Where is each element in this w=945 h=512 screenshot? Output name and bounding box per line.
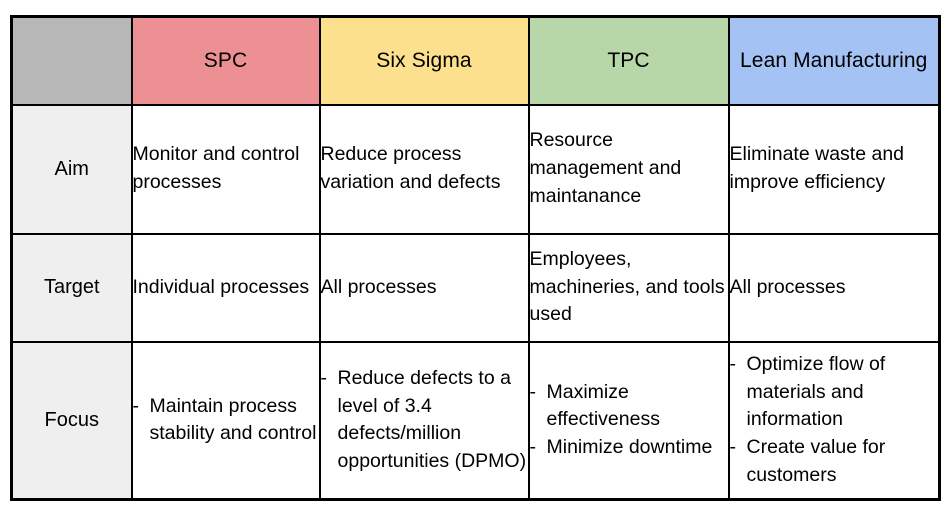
- bullet-marker: -: [529, 436, 537, 459]
- cell-aim-lean: Eliminate waste and improve efficiency: [727, 103, 941, 235]
- comparison-table-container: SPC Six Sigma TPC Lean Manufacturing Aim…: [10, 15, 941, 501]
- table-row-target: Target Individual processes All processe…: [10, 232, 941, 343]
- bullet-marker: -: [132, 394, 140, 417]
- cell-aim-spc-text: Monitor and control processes: [132, 143, 300, 193]
- cell-target-lean-text: All processes: [729, 275, 846, 298]
- bullet-item-text: Minimize downtime: [546, 436, 713, 459]
- bullet-list-focus-tpc: -Maximize effectiveness-Minimize downtim…: [530, 379, 728, 462]
- cell-target-spc: Individual processes: [130, 232, 321, 343]
- cell-target-six-sigma-text: All processes: [320, 275, 437, 298]
- cell-aim-tpc-text: Resource management and maintanance: [529, 129, 682, 207]
- bullet-marker: -: [729, 353, 737, 376]
- cell-aim-spc: Monitor and control processes: [130, 103, 321, 235]
- column-header-tpc: TPC: [527, 15, 730, 106]
- bullet-item: -Reduce defects to a level of 3.4 defect…: [321, 365, 528, 476]
- cell-target-six-sigma: All processes: [318, 232, 530, 343]
- bullet-list-focus-lean: -Optimize flow of materials and informat…: [730, 351, 939, 489]
- bullet-item-text: Optimize flow of materials and informati…: [746, 353, 886, 431]
- row-label-aim: Aim: [10, 103, 133, 235]
- bullet-marker: -: [320, 366, 328, 389]
- methodology-comparison-table: SPC Six Sigma TPC Lean Manufacturing Aim…: [10, 15, 941, 501]
- bullet-item: -Create value for customers: [730, 434, 939, 489]
- table-row-aim: Aim Monitor and control processes Reduce…: [10, 103, 941, 235]
- column-header-six-sigma: Six Sigma: [318, 15, 530, 106]
- column-header-lean-manufacturing: Lean Manufacturing: [727, 15, 941, 106]
- bullet-marker: -: [729, 436, 737, 459]
- cell-aim-six-sigma: Reduce process variation and defects: [318, 103, 530, 235]
- bullet-item-text: Maximize effectiveness: [546, 380, 660, 431]
- cell-focus-six-sigma: -Reduce defects to a level of 3.4 defect…: [318, 340, 530, 501]
- bullet-marker: -: [529, 380, 537, 403]
- bullet-item-text: Create value for customers: [746, 436, 886, 486]
- cell-aim-six-sigma-text: Reduce process variation and defects: [320, 143, 501, 193]
- cell-target-tpc: Employees, machineries, and tools used: [527, 232, 730, 343]
- cell-target-lean: All processes: [727, 232, 941, 343]
- bullet-item: -Minimize downtime: [530, 434, 728, 462]
- table-corner-cell: [10, 15, 133, 106]
- bullet-item-text: Maintain process stability and control: [149, 394, 317, 445]
- row-label-focus: Focus: [10, 340, 133, 501]
- table-header-row: SPC Six Sigma TPC Lean Manufacturing: [10, 15, 941, 106]
- bullet-item: -Optimize flow of materials and informat…: [730, 351, 939, 434]
- bullet-item: -Maximize effectiveness: [530, 379, 728, 434]
- row-label-target: Target: [10, 232, 133, 343]
- bullet-item-text: Reduce defects to a level of 3.4 defects…: [337, 366, 527, 472]
- bullet-item: -Maintain process stability and control: [133, 393, 319, 448]
- bullet-list-focus-spc: -Maintain process stability and control: [133, 393, 319, 448]
- cell-focus-lean: -Optimize flow of materials and informat…: [727, 340, 941, 501]
- cell-focus-tpc: -Maximize effectiveness-Minimize downtim…: [527, 340, 730, 501]
- cell-aim-lean-text: Eliminate waste and improve efficiency: [729, 143, 905, 193]
- cell-target-tpc-text: Employees, machineries, and tools used: [529, 247, 725, 326]
- cell-focus-spc: -Maintain process stability and control: [130, 340, 321, 501]
- table-row-focus: Focus -Maintain process stability and co…: [10, 340, 941, 501]
- bullet-list-focus-six-sigma: -Reduce defects to a level of 3.4 defect…: [321, 365, 528, 476]
- column-header-spc: SPC: [130, 15, 321, 106]
- cell-aim-tpc: Resource management and maintanance: [527, 103, 730, 235]
- cell-target-spc-text: Individual processes: [132, 275, 310, 298]
